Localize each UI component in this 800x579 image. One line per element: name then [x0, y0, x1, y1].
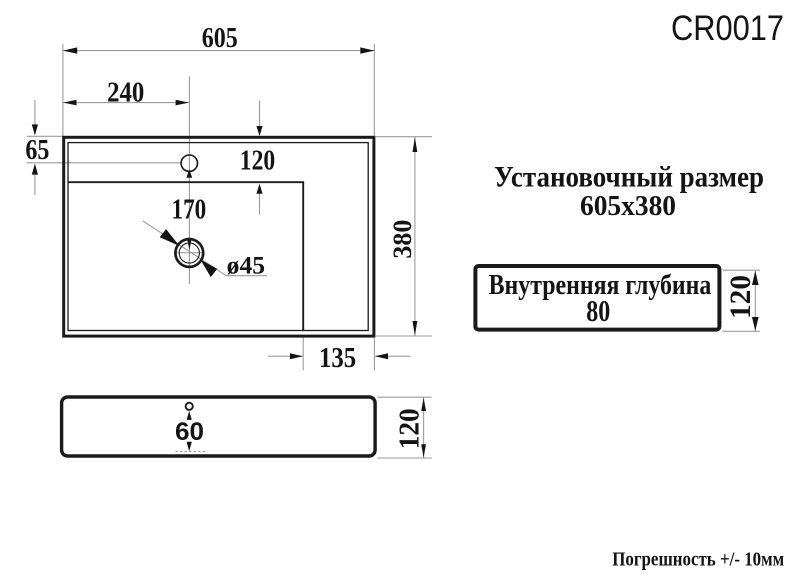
svg-text:605x380: 605x380: [580, 190, 676, 222]
svg-text:Погрешность +/- 10мм: Погрешность +/- 10мм: [612, 549, 784, 571]
svg-text:80: 80: [586, 294, 610, 328]
svg-text:170: 170: [172, 194, 207, 225]
svg-text:CR0017: CR0017: [671, 9, 784, 48]
svg-text:ø45: ø45: [227, 251, 265, 280]
svg-text:65: 65: [25, 134, 49, 166]
svg-text:135: 135: [319, 342, 356, 374]
svg-text:240: 240: [107, 78, 144, 109]
svg-text:Установочный размер: Установочный размер: [494, 161, 764, 194]
svg-text:120: 120: [240, 145, 275, 176]
svg-text:Внутренняя глубина: Внутренняя глубина: [489, 269, 712, 301]
svg-text:120: 120: [724, 275, 757, 319]
svg-text:120: 120: [395, 408, 426, 449]
svg-text:60: 60: [175, 418, 204, 446]
svg-text:380: 380: [388, 220, 417, 259]
svg-text:605: 605: [202, 22, 238, 54]
